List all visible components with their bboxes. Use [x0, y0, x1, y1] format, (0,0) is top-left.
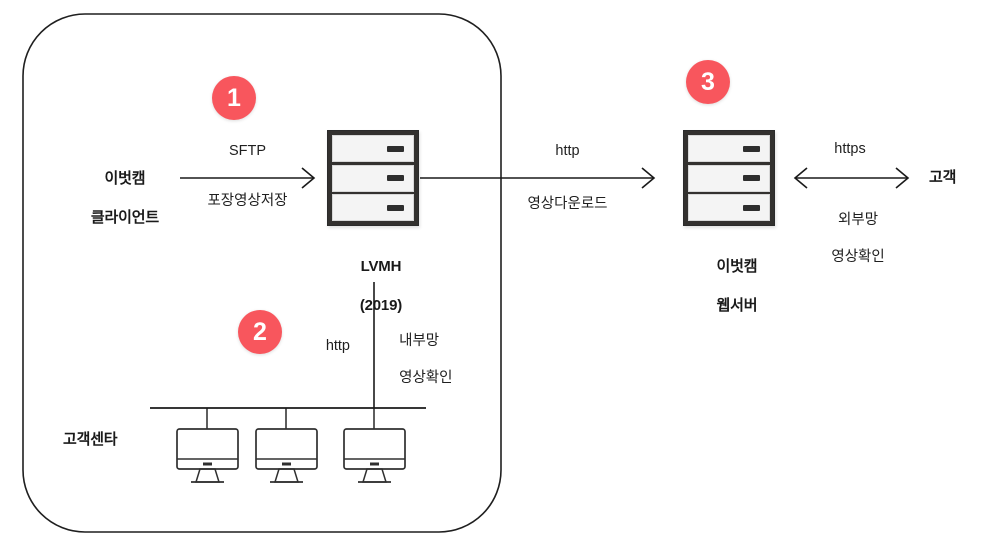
server-rack-icon-webserver — [683, 130, 775, 226]
https-desc-line2: 영상확인 — [831, 248, 885, 265]
node-label-client-line1: 이벗캠 — [104, 170, 146, 188]
node-label-webserver-line2: 웹서버 — [716, 296, 758, 314]
server-bay — [688, 135, 770, 162]
server-rack-icon-lvmh — [327, 130, 419, 226]
node-label-lvmh-line1: LVMH — [360, 258, 402, 276]
step-badge-3: 3 — [686, 60, 730, 104]
node-label-client: 이벗캠 클라이언트 — [62, 150, 172, 246]
flow-label-http-download-protocol: http — [555, 143, 580, 159]
flow-label-http-download-description: 영상다운로드 — [527, 196, 608, 212]
node-label-lvmh-server: LVMH (2019) — [313, 238, 433, 334]
node-label-webserver-line1: 이벗캠 — [716, 258, 758, 276]
workstation-1 — [176, 428, 239, 483]
server-bay — [332, 135, 414, 162]
flow-label-sftp-protocol: SFTP — [228, 143, 267, 159]
server-bay — [688, 164, 770, 192]
workstation-3 — [343, 428, 406, 483]
internal-network-boundary — [22, 13, 502, 533]
node-label-web-server: 이벗캠 웹서버 — [669, 238, 789, 334]
flow-label-sftp-description: 포장영상저장 — [207, 193, 288, 209]
flow-label-https-protocol: https — [834, 141, 866, 157]
internal-desc-line2: 영상확인 — [399, 369, 453, 386]
flow-client-to-lvmh-arrow — [180, 167, 316, 189]
flow-label-internal-description: 내부망 영상확인 — [383, 313, 503, 406]
flow-label-internal-http-protocol: http — [325, 338, 350, 354]
step-badge-1: 1 — [212, 76, 256, 120]
node-label-call-center: 고객센타 — [63, 431, 118, 448]
server-bay — [688, 194, 770, 221]
server-bay — [332, 164, 414, 192]
node-label-lvmh-line2: (2019) — [359, 296, 403, 314]
step-badge-2: 2 — [238, 310, 282, 354]
flow-label-https-description: 외부망 영상확인 — [790, 192, 910, 285]
internal-desc-line1: 내부망 — [399, 332, 440, 349]
node-label-client-line2: 클라이언트 — [90, 208, 159, 226]
flow-lvmh-to-callcenter-line — [150, 282, 426, 430]
flow-webserver-to-customer-arrow — [793, 167, 910, 189]
workstation-2 — [255, 428, 318, 483]
node-label-customer: 고객 — [929, 169, 957, 186]
server-bay — [332, 194, 414, 221]
https-desc-line1: 외부망 — [838, 211, 879, 228]
flow-lvmh-to-webserver-arrow — [420, 167, 656, 189]
